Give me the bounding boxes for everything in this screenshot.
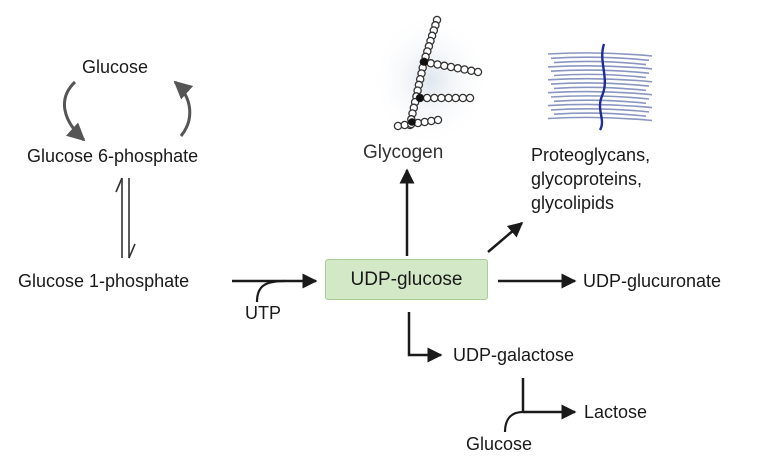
node-proteoglycans-line2: glycoproteins,: [531, 169, 643, 189]
node-glucose-6-phosphate: Glucose 6-phosphate: [27, 146, 199, 166]
node-glycogen: Glycogen: [363, 142, 444, 163]
node-proteoglycans-line1: Proteoglycans,: [531, 145, 651, 165]
node-udp-galactose: UDP-galactose: [453, 345, 575, 365]
arrow-to-udp-galactose: [407, 312, 443, 363]
node-proteoglycans-line3: glycolipids: [531, 193, 615, 213]
node-udp-glucose: UDP-glucose: [325, 259, 488, 300]
node-glucose-top: Glucose: [82, 57, 149, 77]
node-udp-glucuronate: UDP-glucuronate: [583, 271, 722, 291]
arrow-to-proteoglycans: [487, 222, 524, 253]
arrow-to-lactose: [503, 378, 577, 433]
cycle-arrow-up: [173, 80, 194, 137]
node-utp: UTP: [245, 303, 281, 323]
glycogen-chain-icon: [370, 12, 490, 148]
udp-glucose-label: UDP-glucose: [350, 268, 463, 290]
node-lactose: Lactose: [584, 402, 648, 422]
utp-arrow: [232, 273, 318, 303]
proteoglycan-strands-icon: [547, 43, 653, 131]
reversible-arrow: [115, 177, 136, 259]
node-glucose-1-phosphate: Glucose 1-phosphate: [18, 271, 190, 291]
node-glucose-bottom: Glucose: [466, 434, 533, 454]
cycle-arrow-down: [63, 80, 86, 142]
glucose-cycle-arrows: [63, 80, 194, 142]
